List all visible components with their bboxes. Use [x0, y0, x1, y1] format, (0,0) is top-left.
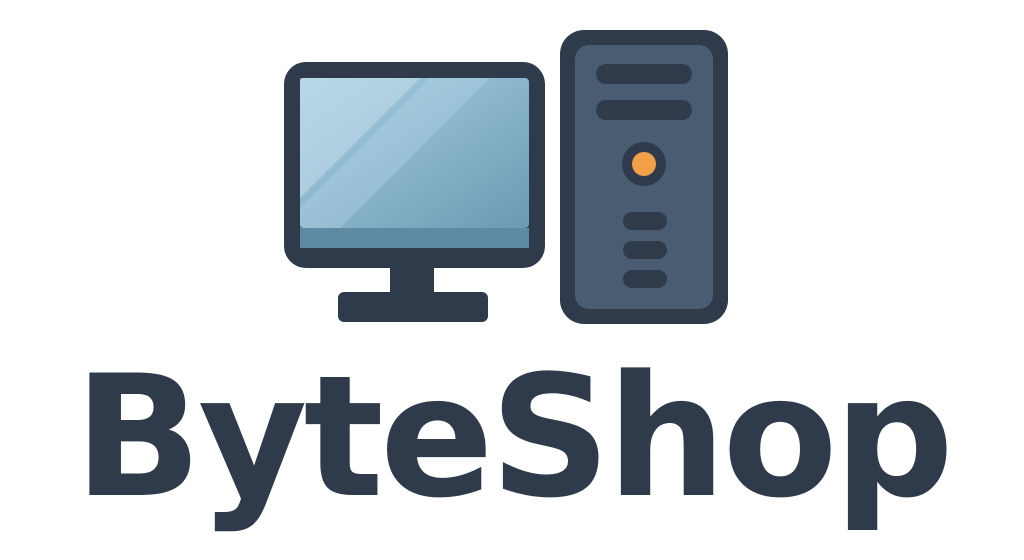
computer-tower-icon: [560, 30, 728, 324]
screen-glare-band: [300, 78, 490, 228]
vent-slot-1: [623, 212, 667, 230]
monitor-icon: [284, 62, 545, 322]
vent-slot-2: [623, 241, 667, 259]
logo-graphic: [284, 30, 728, 324]
power-button-icon: [622, 142, 666, 186]
monitor-stand-base: [338, 292, 488, 322]
vent-slot-3: [623, 270, 667, 288]
monitor-chin: [300, 228, 529, 248]
drive-bay-1: [596, 64, 692, 84]
drive-bay-2: [596, 100, 692, 120]
brand-name: ByteShop: [73, 339, 954, 535]
screen-glare: [300, 78, 420, 198]
